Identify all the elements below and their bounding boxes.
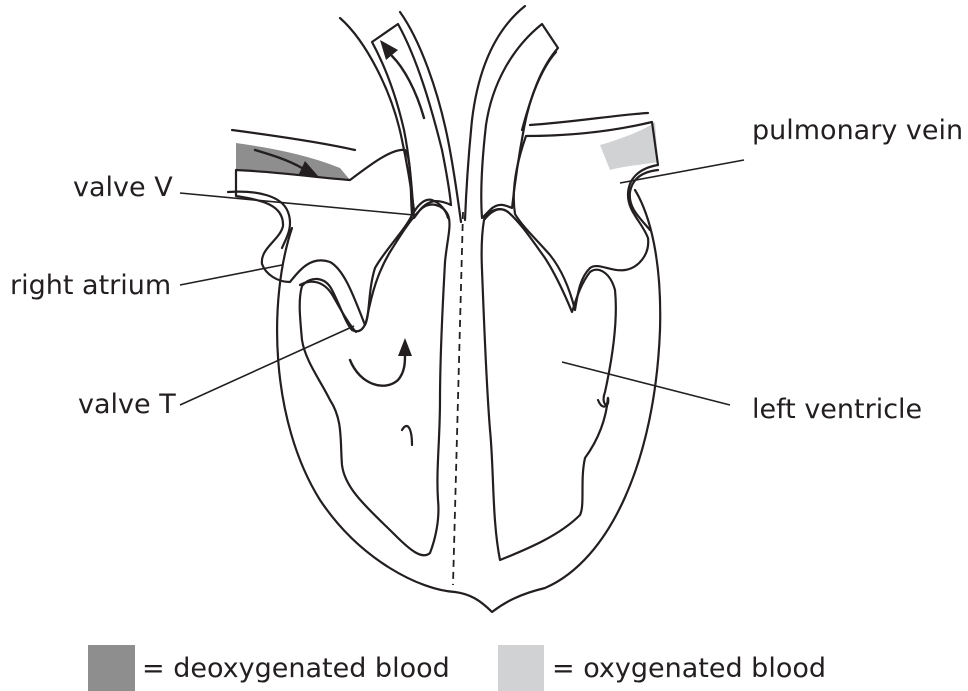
- flow-arrow-right-ventricle: [350, 338, 412, 386]
- pulmonary-vein-upper-wall: [530, 113, 648, 125]
- right-ventricle-notch: [402, 426, 412, 445]
- leader-valve-v: [180, 193, 414, 215]
- label-left-ventricle: left ventricle: [752, 394, 922, 425]
- flow-arrow-pulmonary-artery: [380, 40, 424, 118]
- leader-valve-t: [180, 326, 354, 405]
- pulmonary-artery-blood: [372, 24, 451, 218]
- label-valve-v: valve V: [73, 172, 173, 203]
- aorta-blood: [481, 24, 558, 218]
- legend-label-oxygenated: = oxygenated blood: [552, 653, 826, 684]
- leader-left-ventricle: [562, 362, 730, 405]
- septum-dashed-line: [453, 212, 463, 585]
- label-right-atrium: right atrium: [10, 270, 171, 301]
- legend-swatch-oxygenated: [498, 645, 544, 691]
- pulmonary-artery-outer-left: [340, 18, 414, 210]
- legend-swatch-deoxygenated: [88, 645, 135, 691]
- leader-right-atrium: [180, 265, 282, 285]
- left-ventricle-chamber: [482, 209, 616, 560]
- legend-label-deoxygenated: = deoxygenated blood: [142, 653, 450, 684]
- pulmonary-artery-outer-right: [400, 12, 461, 222]
- aorta-outer-left: [465, 6, 525, 220]
- label-pulmonary-vein: pulmonary vein: [752, 115, 963, 146]
- label-valve-t: valve T: [78, 389, 176, 420]
